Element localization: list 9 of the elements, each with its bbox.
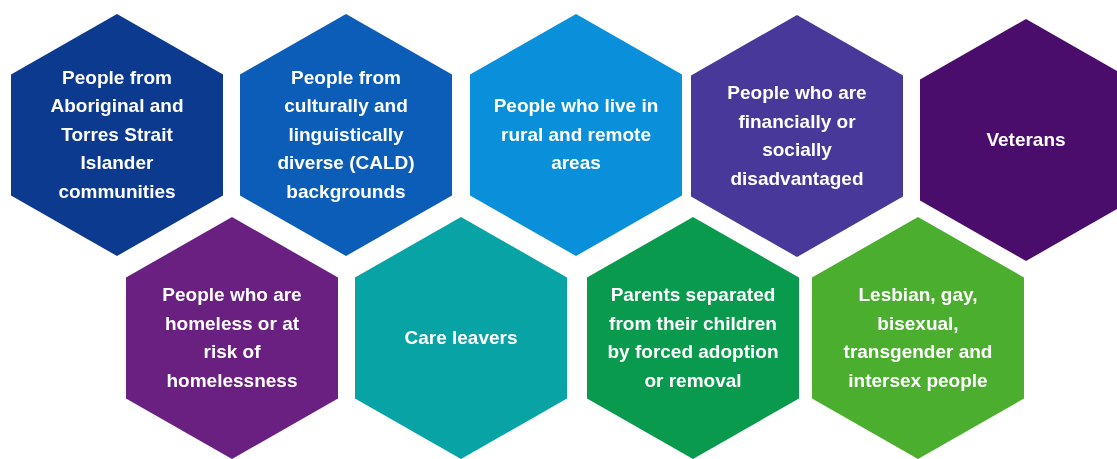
hexagon-label: People who are financially or socially disadvantaged xyxy=(726,81,868,191)
hexagon-label: People who live in rural and remote areas xyxy=(492,94,660,176)
hexagon-label: People who are homeless or at risk of homelessness xyxy=(161,283,303,393)
hexagon-label: People from culturally and linguistically diverse (CALD) backgrounds xyxy=(276,65,416,204)
hexagon-label: Lesbian, gay, bisexual, transgender and intersex people xyxy=(842,283,994,393)
hexagon-label: Care leavers xyxy=(403,325,519,350)
hexagon-label: People from Aboriginal and Torres Strait Islander communities xyxy=(49,65,185,204)
hexagon-label: Veterans xyxy=(985,127,1067,152)
hexagon-label: Parents separated from their children by forced adoption or removal xyxy=(607,283,779,393)
